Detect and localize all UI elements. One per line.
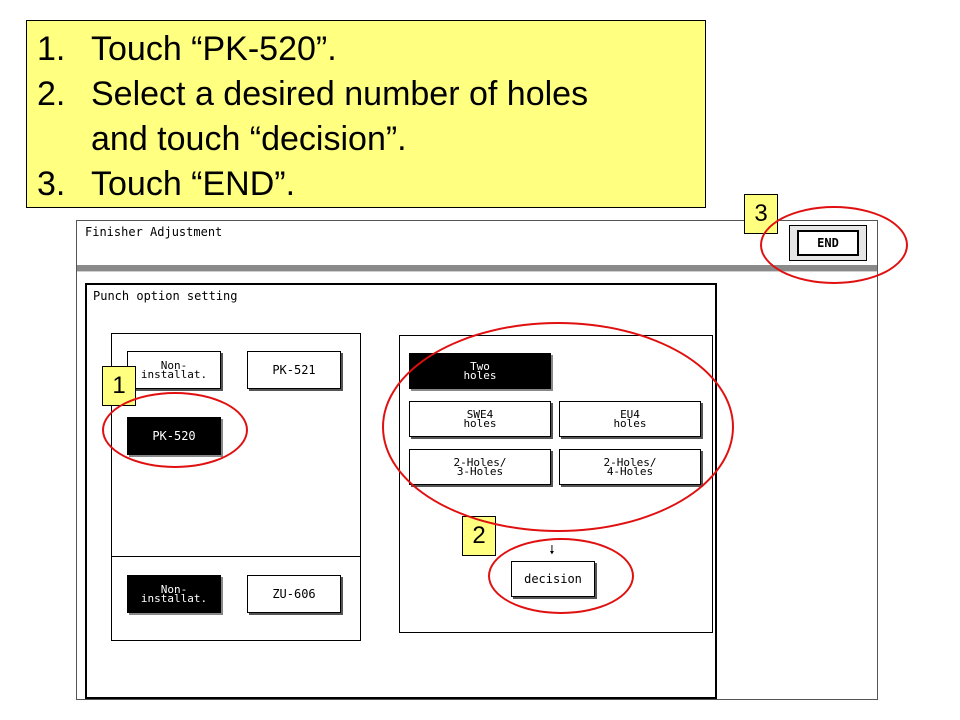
arrow-down-icon: 🠗 (549, 543, 555, 557)
non-installation-button[interactable]: Non- installat. (127, 351, 221, 389)
step-number: 2. (37, 75, 66, 113)
non-installation-button-2[interactable]: Non- installat. (127, 575, 221, 613)
decision-button[interactable]: decision (511, 561, 595, 597)
two-three-holes-button[interactable]: 2-Holes/ 3-Holes (409, 449, 551, 485)
step-text: Touch “END”. (91, 165, 296, 203)
punch-unit-group (111, 333, 361, 641)
title-divider (77, 265, 877, 271)
step-number: 3. (37, 165, 66, 203)
two-four-holes-button[interactable]: 2-Holes/ 4-Holes (559, 449, 701, 485)
punch-option-panel: Punch option setting Non- installat. PK-… (85, 283, 717, 699)
swe4-holes-button[interactable]: SWE4 holes (409, 401, 551, 437)
end-button[interactable]: END (789, 225, 867, 261)
step-text: Touch “PK-520”. (91, 30, 337, 68)
panel-title: Punch option setting (93, 289, 238, 303)
finisher-adjustment-screen: Finisher Adjustment END Punch option set… (76, 220, 878, 700)
title-divider-shadow (77, 271, 877, 272)
step-text: and touch “decision”. (91, 120, 407, 158)
instruction-step-2: 2. Select a desired number of holes (37, 72, 695, 117)
screen-title: Finisher Adjustment (85, 225, 223, 239)
instruction-step-3: 3. Touch “END”. (37, 162, 695, 207)
instruction-step-2-cont: and touch “decision”. (37, 117, 695, 162)
marker-step-2: 2 (462, 516, 496, 556)
pk-521-button[interactable]: PK-521 (247, 351, 341, 389)
eu4-holes-button[interactable]: EU4 holes (559, 401, 701, 437)
pk-520-button[interactable]: PK-520 (127, 417, 221, 455)
step-text: Select a desired number of holes (91, 75, 589, 113)
two-holes-button[interactable]: Two holes (409, 353, 551, 389)
marker-step-3: 3 (744, 194, 778, 234)
zu-606-button[interactable]: ZU-606 (247, 575, 341, 613)
step-number: 1. (37, 30, 66, 68)
step-number (37, 117, 91, 162)
marker-step-1: 1 (102, 366, 136, 406)
group-divider (112, 556, 360, 557)
end-button-label: END (797, 230, 859, 256)
hole-options-group (399, 335, 713, 633)
instructions-box: 1. Touch “PK-520”. 2. Select a desired n… (26, 20, 706, 208)
instruction-step-1: 1. Touch “PK-520”. (37, 27, 695, 72)
